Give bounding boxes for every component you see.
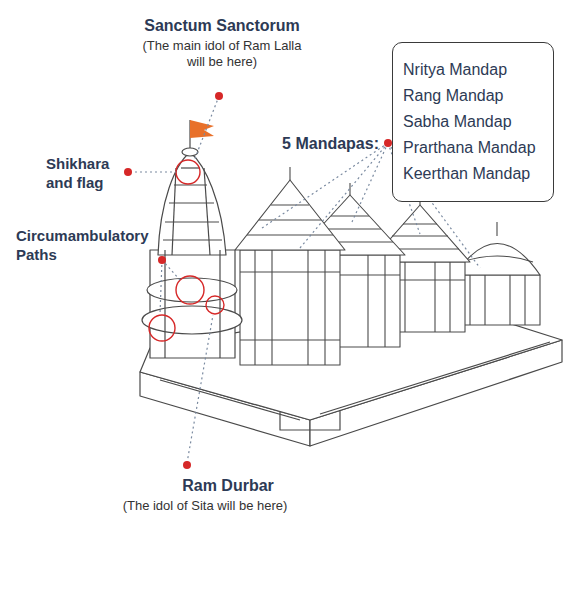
callout-note: (The idol of Sita will be here) (123, 498, 288, 514)
mandapa (455, 222, 540, 325)
callout-dots (124, 92, 392, 469)
callout-circles (149, 160, 224, 341)
mandapa (235, 167, 345, 365)
list-item: Prarthana Mandap (403, 135, 543, 161)
list-item: Sabha Mandap (403, 109, 543, 135)
callout-title: Circumambulatory Paths (16, 226, 174, 264)
list-item: Keerthan Mandap (403, 161, 543, 187)
list-item: Rang Mandap (403, 83, 543, 109)
flag (190, 120, 214, 138)
callout-title: Sanctum Sanctorum (144, 16, 300, 36)
group-heading: 5 Mandapas: (282, 134, 379, 154)
callout-title: Shikhara and flag (46, 154, 120, 192)
callout-title: Ram Durbar (182, 476, 274, 496)
sanctum-shikhara (142, 120, 242, 358)
list-item: Nritya Mandap (403, 57, 543, 83)
callout-note: (The main idol of Ram Lalla will be here… (133, 38, 311, 70)
list-box: 5 Mandapas:Nritya MandapRang MandapSabha… (392, 42, 554, 202)
